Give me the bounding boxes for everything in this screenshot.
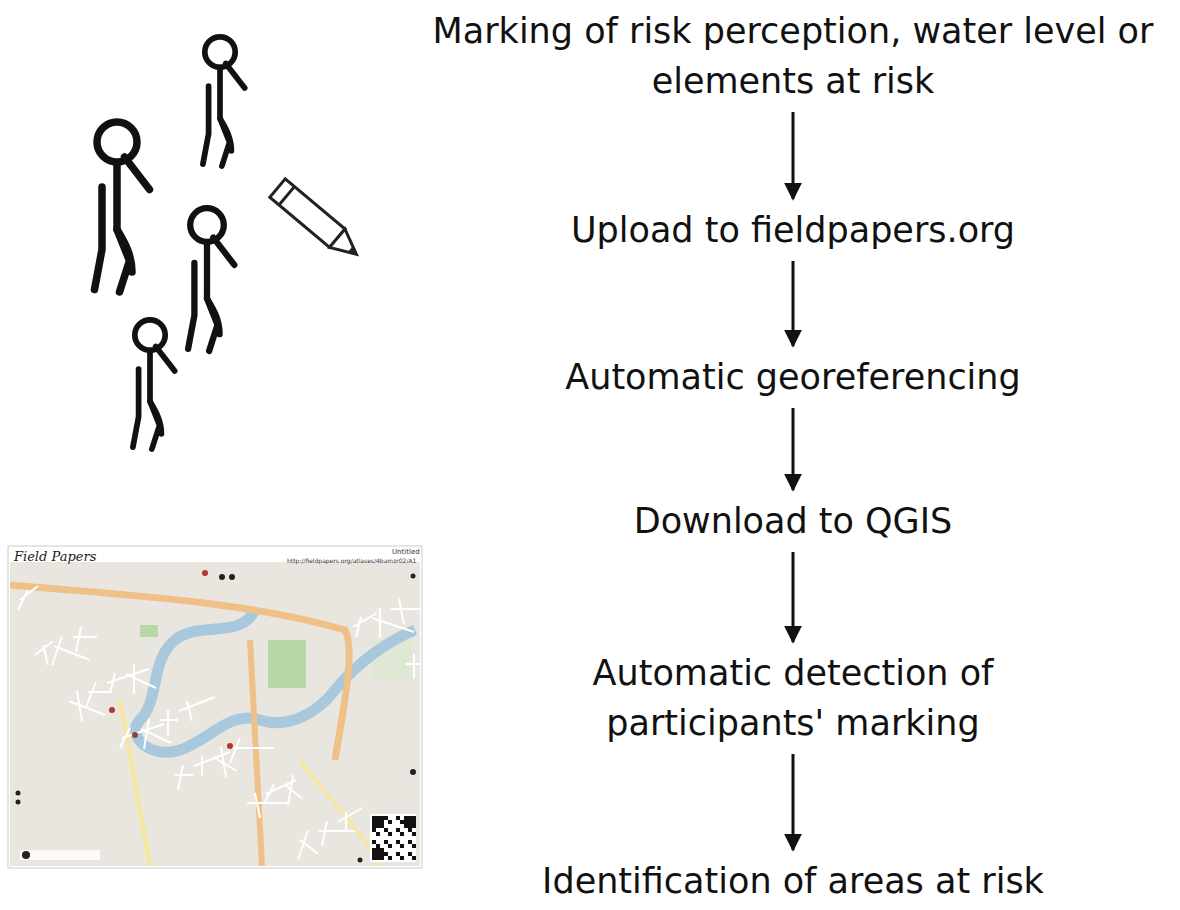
- step-text: Upload to fieldpapers.org: [493, 205, 1093, 255]
- step-text: Identification of areas at risk: [443, 856, 1143, 906]
- map-note: Untitled: [392, 548, 420, 556]
- process-step: Identification of areas at risk: [443, 856, 1143, 906]
- process-step: Automatic georeferencing: [493, 352, 1093, 402]
- step-text: Download to QGIS: [493, 496, 1093, 546]
- flow-arrow: [792, 112, 795, 199]
- flow-arrow: [792, 408, 795, 490]
- map-title: Field Papers: [14, 549, 96, 564]
- flow-arrow: [792, 552, 795, 642]
- map-sheet: [8, 546, 436, 868]
- step-text: Automatic detection of participants' mar…: [493, 648, 1093, 748]
- process-step: Download to QGIS: [493, 496, 1093, 546]
- step-text: Automatic georeferencing: [493, 352, 1093, 402]
- map-note: http://fieldpapers.org/atlases/4bamzr02/…: [287, 557, 416, 564]
- process-step: Upload to fieldpapers.org: [493, 205, 1093, 255]
- process-step: Marking of risk perception, water level …: [408, 6, 1178, 106]
- flow-arrow: [792, 754, 795, 850]
- process-step: Automatic detection of participants' mar…: [493, 648, 1093, 748]
- flow-arrow: [792, 261, 795, 346]
- stick-figures: [95, 37, 245, 449]
- pencil-icon: [270, 179, 364, 264]
- step-text: Marking of risk perception, water level …: [408, 6, 1178, 106]
